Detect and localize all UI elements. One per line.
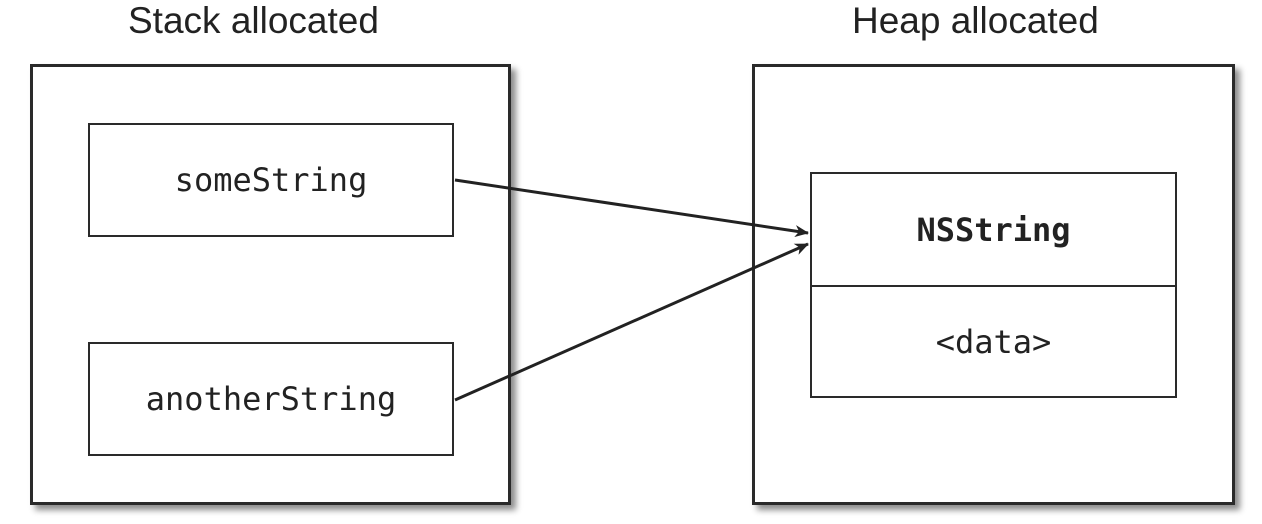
object-contents: <data> xyxy=(935,322,1052,361)
variable-somestring: someString xyxy=(88,123,454,237)
heap-title: Heap allocated xyxy=(852,0,1099,41)
nsstring-object: NSString <data> xyxy=(810,172,1177,398)
stack-title: Stack allocated xyxy=(128,0,379,41)
object-class-name: NSString xyxy=(812,174,1175,287)
variable-anotherstring: anotherString xyxy=(88,342,454,456)
arrow-somestring-to-nsstring xyxy=(454,178,809,238)
arrow-anotherstring-to-nsstring xyxy=(454,242,809,402)
